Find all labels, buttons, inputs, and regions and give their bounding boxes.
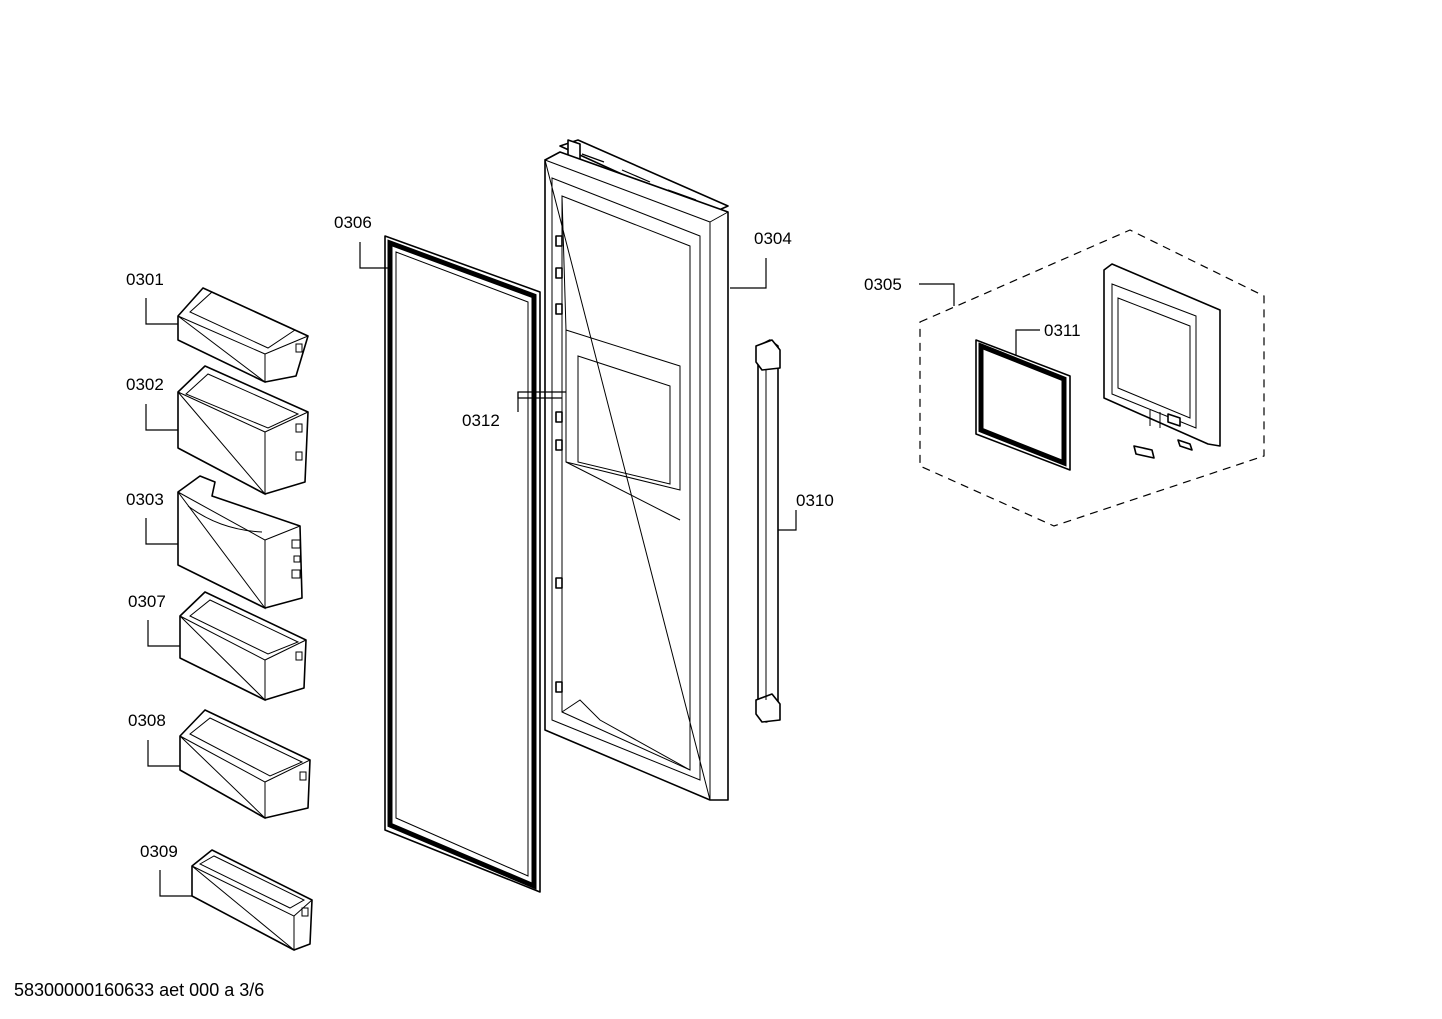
label-0301: 0301: [126, 270, 164, 289]
handle-0310: [755, 339, 781, 723]
door-0304: [544, 139, 729, 801]
label-0308: 0308: [128, 711, 166, 730]
door-shelf-0302: [177, 365, 309, 496]
label-0302: 0302: [126, 375, 164, 394]
label-0307: 0307: [128, 592, 166, 611]
label-0305: 0305: [864, 275, 902, 294]
door-shelf-0301: [177, 287, 309, 384]
label-0303: 0303: [126, 490, 164, 509]
door-shelf-0307: [179, 591, 307, 702]
door-shelf-0309: [191, 849, 313, 952]
door-shelf-0308: [179, 709, 311, 820]
label-0312: 0312: [462, 411, 500, 430]
assembly-0305: [919, 229, 1265, 527]
drawing-reference-number: 58300000160633 aet 000 a 3/6: [14, 980, 265, 1000]
leader-lines: [145, 242, 1040, 897]
door-shelf-0303: [177, 475, 303, 610]
label-0304: 0304: [754, 229, 792, 248]
label-0311: 0311: [1044, 321, 1081, 340]
label-0306: 0306: [334, 213, 372, 232]
door-gasket-0306: [384, 235, 541, 893]
label-0310: 0310: [796, 491, 834, 510]
label-0309: 0309: [140, 842, 178, 861]
